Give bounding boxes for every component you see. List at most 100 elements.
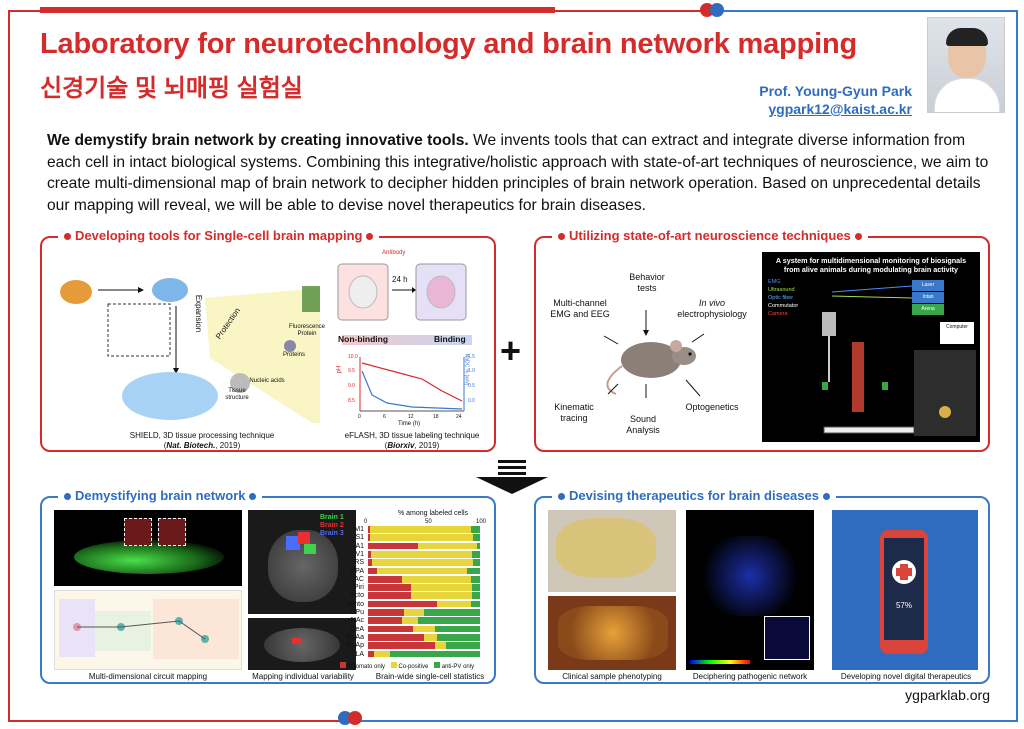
poster-frame-right (718, 10, 1018, 722)
bar-segment (368, 650, 374, 658)
nadc-tick-4: 0.0 (468, 398, 475, 404)
laser-box: Laser (912, 280, 944, 291)
bar-segment (435, 642, 447, 649)
bar-segment (410, 584, 473, 591)
panel-techniques: Utilizing state-of-art neuroscience tech… (534, 228, 990, 452)
multichannel-label: Multi-channel EMG and EEG (550, 298, 610, 319)
bar-segment (410, 592, 473, 600)
panel-techniques-title: Utilizing state-of-art neuroscience tech… (552, 228, 868, 243)
nadc-tick-2: 1.0 (468, 368, 475, 374)
eflash-chart (359, 357, 465, 412)
binding-gradient-bar (342, 335, 472, 345)
professor-info: Prof. Young-Gyun Park ygpark12@kaist.ac.… (759, 82, 912, 118)
behavior-label: Behavior tests (629, 272, 665, 293)
website-link[interactable]: ygparklab.org (905, 687, 990, 703)
panel-tools: Developing tools for Single-cell brain m… (40, 228, 496, 452)
expansion-label: Expansion (194, 294, 204, 333)
clinical-sample-fluorescence (548, 596, 676, 670)
antibody-label: Antibody (382, 250, 406, 256)
nonbinding-label: Non-binding (338, 334, 389, 344)
bottom-dots (338, 711, 362, 725)
kinematic-label: Kinematic tracing (554, 402, 594, 423)
bar-segment (390, 650, 480, 658)
bar-segment (372, 559, 474, 566)
time-tick-18: 18 (433, 414, 439, 420)
phone-percent: 57% (895, 601, 912, 610)
bar-category-label: Piri (353, 584, 364, 592)
optogenetics-label: Optogenetics (685, 402, 739, 412)
time-tick-0: 0 (358, 414, 361, 420)
bar-segment (368, 559, 373, 566)
bar-category-label: NAc (350, 617, 364, 625)
down-arrow (476, 460, 548, 494)
top-dots (700, 3, 724, 17)
bar-segment (401, 575, 472, 583)
bar-segment (368, 526, 371, 533)
bar-category-label: M1 (354, 526, 364, 533)
ph-tick-3: 9.0 (348, 383, 355, 389)
bar-segment (435, 625, 480, 633)
intro-text: We invents tools that can extract and in… (47, 132, 989, 214)
professor-email-link[interactable]: ygpark12@kaist.ac.kr (768, 101, 912, 117)
ph-axis-label: pH (336, 365, 343, 374)
panel-therapeutics: Devising therapeutics for brain diseases… (534, 488, 990, 684)
plus-sign: + (500, 330, 522, 371)
bar-segment (466, 567, 480, 575)
bar-segment (376, 567, 467, 575)
bar-category-label: AC (354, 575, 364, 583)
time-tick-6: 6 (383, 414, 386, 420)
chart-tick-100: 100 (476, 519, 487, 525)
bar-segment (471, 575, 480, 583)
ph-tick-2: 9.5 (348, 368, 355, 374)
bar-segment (418, 542, 477, 550)
bar-category-label: LA (355, 650, 364, 658)
eflash-schematic (337, 263, 467, 321)
bar-segment (424, 633, 438, 641)
system-legend: EMG Ultrasound Optic fiber Commutator Ca… (768, 279, 799, 317)
bar-segment (437, 600, 472, 608)
bar-segment (403, 609, 424, 616)
panel-tools-title: Developing tools for Single-cell brain m… (58, 228, 380, 243)
intan-box: Intan (912, 292, 944, 303)
time-tick-24: 24 (456, 414, 462, 420)
chart-title: % among labeled cells (397, 510, 469, 517)
panel-therapeutics-title: Devising therapeutics for brain diseases (552, 488, 836, 503)
bar-segment (368, 600, 438, 608)
circuit-diagram (54, 590, 242, 670)
bar-segment (473, 559, 480, 566)
nucleic-label: Nucleic acids (249, 378, 285, 384)
bar-category-label: PPA (350, 567, 365, 575)
bar-segment (368, 633, 424, 641)
system-title: A system for multidimensional monitoring… (775, 256, 967, 274)
bar-category-label: CPu (350, 609, 364, 616)
bar-category-label: BLAa (346, 633, 364, 641)
shield-schematic (60, 278, 320, 423)
bar-segment (368, 584, 411, 591)
bar-segment (401, 617, 419, 625)
caption-variability: Mapping individual variability (252, 672, 354, 681)
intro-bold: We demystify brain network by creating i… (47, 132, 469, 149)
chart-legend: tdTomato only Co-positive anti-PV only (340, 662, 496, 673)
bar-segment (446, 642, 480, 649)
intro-paragraph: We demystify brain network by creating i… (47, 130, 997, 216)
pathogenic-network-image (686, 510, 814, 670)
bar-segment (370, 526, 472, 533)
bar-segment (476, 542, 480, 550)
professor-name: Prof. Young-Gyun Park (759, 83, 912, 99)
bar-segment (471, 526, 480, 533)
caption-pathogenic: Deciphering pathogenic network (692, 672, 808, 681)
circuit-fluorescence-image (54, 510, 242, 586)
bar-segment (472, 550, 480, 558)
individual-variability-brain: Brain 1 Brain 2 Brain 3 (248, 510, 356, 614)
bar-segment (418, 617, 480, 625)
bar-segment (437, 633, 480, 641)
time-axis-label: Time (h) (398, 421, 421, 427)
binding-label: Binding (434, 334, 466, 344)
brain-side-view (248, 618, 356, 670)
bar-segment (473, 534, 480, 542)
professor-photo (927, 17, 1005, 113)
bar-segment (370, 534, 474, 542)
monitoring-system-diagram: A system for multidimensional monitoring… (762, 252, 980, 442)
